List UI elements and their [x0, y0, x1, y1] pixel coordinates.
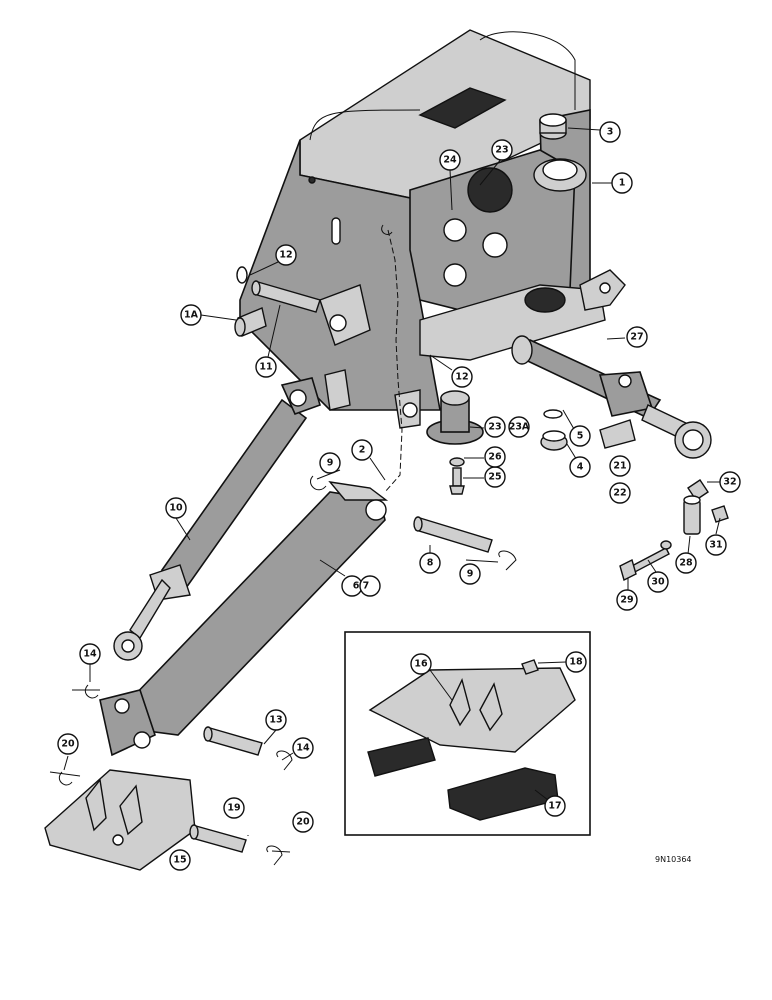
callout-22: 22 [609, 482, 631, 504]
callout-30: 30 [647, 571, 669, 593]
boom-arm [99, 481, 389, 757]
callout-12-upper: 12 [275, 244, 297, 266]
callout-14-lower: 14 [292, 737, 314, 759]
svg-text:5: 5 [577, 431, 584, 442]
callout-2: 2 [351, 439, 373, 461]
svg-text:14: 14 [83, 649, 97, 660]
svg-text:22: 22 [613, 488, 626, 499]
callout-1: 1 [611, 172, 633, 194]
safety-chain [381, 224, 403, 493]
callout-14-upper: 14 [79, 643, 101, 665]
callout-1a: 1A [180, 304, 202, 326]
callout-24: 24 [439, 149, 461, 171]
callout-26: 26 [484, 446, 506, 468]
callout-9-lower: 9 [459, 563, 481, 585]
callout-10: 10 [165, 497, 187, 519]
svg-text:13: 13 [269, 715, 282, 726]
stabilizer-pad [44, 769, 283, 871]
callout-6-7: 6 7 [341, 575, 381, 597]
svg-text:30: 30 [651, 577, 665, 588]
callout-23-lower: 23 [484, 416, 506, 438]
svg-text:3: 3 [607, 127, 614, 138]
pivot-pin-large [426, 390, 484, 445]
boom-cylinder [113, 377, 321, 661]
svg-text:1: 1 [619, 178, 626, 189]
svg-text:32: 32 [723, 477, 736, 488]
svg-text:18: 18 [569, 657, 583, 668]
svg-text:23: 23 [488, 422, 501, 433]
callout-23-upper: 23 [491, 139, 513, 161]
callout-19: 19 [223, 797, 245, 819]
callout-5: 5 [569, 425, 591, 447]
svg-text:27: 27 [630, 332, 643, 343]
svg-text:23: 23 [495, 145, 508, 156]
svg-text:17: 17 [548, 801, 561, 812]
pivot-pin [236, 266, 321, 313]
callout-32: 32 [719, 471, 741, 493]
callout-11: 11 [255, 356, 277, 378]
svg-text:29: 29 [620, 595, 633, 606]
callout-9-upper: 9 [319, 452, 341, 474]
stud [234, 307, 267, 337]
svg-text:23A: 23A [509, 422, 530, 433]
svg-text:10: 10 [169, 503, 183, 514]
callout-21: 21 [609, 455, 631, 477]
svg-text:12: 12 [455, 372, 468, 383]
callout-16: 16 [410, 653, 432, 675]
svg-text:20: 20 [61, 739, 75, 750]
svg-text:4: 4 [577, 462, 584, 473]
callout-29: 29 [616, 589, 638, 611]
reference-code: 9N10364 [655, 855, 692, 864]
svg-text:9: 9 [327, 458, 334, 469]
svg-text:28: 28 [679, 558, 693, 569]
callout-18: 18 [565, 651, 587, 673]
callout-15: 15 [169, 849, 191, 871]
callout-31: 31 [705, 534, 727, 556]
swing-frame [239, 29, 626, 429]
callout-27: 27 [626, 326, 648, 348]
bucket-pin [84, 684, 293, 771]
callout-3: 3 [599, 121, 621, 143]
svg-text:26: 26 [488, 452, 502, 463]
svg-text:20: 20 [296, 817, 310, 828]
callout-4: 4 [569, 456, 591, 478]
svg-text:11: 11 [259, 362, 272, 373]
svg-text:31: 31 [709, 540, 722, 551]
svg-text:19: 19 [227, 803, 240, 814]
grease-fitting-group [619, 479, 729, 582]
leader-lines [49, 127, 721, 867]
svg-text:9: 9 [467, 569, 474, 580]
callout-8: 8 [419, 552, 441, 574]
svg-text:6 7: 6 7 [353, 581, 370, 592]
bushing [539, 113, 567, 140]
callout-17: 17 [544, 795, 566, 817]
svg-text:21: 21 [613, 461, 626, 472]
callout-13: 13 [265, 709, 287, 731]
callout-23a: 23A [508, 416, 530, 438]
bolt-washer [449, 457, 465, 495]
svg-text:24: 24 [443, 155, 457, 166]
svg-text:16: 16 [414, 659, 428, 670]
seal-washers [540, 409, 568, 451]
callout-28: 28 [675, 552, 697, 574]
svg-text:12: 12 [279, 250, 292, 261]
callout-12-lower: 12 [451, 366, 473, 388]
callout-25: 25 [484, 466, 506, 488]
svg-text:25: 25 [488, 472, 501, 483]
callout-20-right: 20 [292, 811, 314, 833]
svg-text:14: 14 [296, 743, 310, 754]
svg-text:15: 15 [173, 855, 186, 866]
svg-text:8: 8 [427, 558, 434, 569]
svg-text:2: 2 [359, 445, 366, 456]
svg-text:1A: 1A [184, 310, 199, 321]
callout-20-left: 20 [57, 733, 79, 755]
boom-pin [310, 475, 517, 571]
swing-cylinder [511, 335, 712, 459]
